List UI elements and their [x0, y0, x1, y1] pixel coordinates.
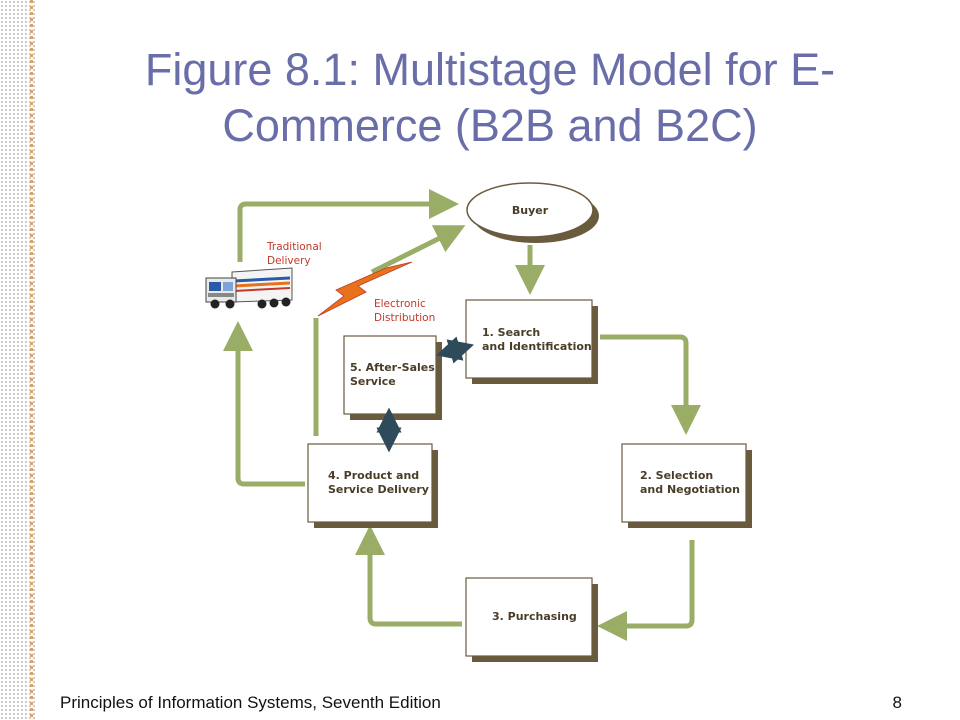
title-line-2: Commerce (B2B and B2C)	[222, 100, 758, 151]
page-number: 8	[892, 693, 902, 712]
stage-4-box: 4. Product and Service Delivery	[307, 443, 438, 528]
arrow-search-to-selection	[600, 334, 701, 435]
buyer-label: Buyer	[512, 204, 549, 217]
stage-2-box: 2. Selection and Negotiation	[621, 443, 752, 528]
stage-4-label-line-2: Service Delivery	[328, 483, 429, 496]
stage-3-label: 3. Purchasing	[492, 610, 577, 623]
title-line-1: Figure 8.1: Multistage Model for E-	[144, 44, 836, 95]
stage-3-box: 3. Purchasing	[465, 577, 598, 662]
stage-1-label-line-2: and Identification	[482, 340, 592, 353]
arrow-lightning-to-buyer	[370, 225, 466, 275]
stage-2-label-line-2: and Negotiation	[640, 483, 740, 496]
slide-title: Figure 8.1: Multistage Model for E- Comm…	[60, 42, 920, 154]
stage-5-label-line-2: Service	[350, 375, 396, 388]
arrow-selection-to-purchasing	[597, 540, 695, 641]
stage-1-box: 1. Search and Identification	[465, 299, 598, 384]
stage-5-box: 5. After-Sales Service	[343, 335, 442, 420]
truck-icon	[205, 267, 293, 309]
stage-4-label-line-1: 4. Product and	[328, 469, 419, 482]
arrow-delivery-to-truck	[223, 321, 305, 487]
arrow-purchasing-to-delivery	[355, 525, 462, 627]
stage-2-label-line-1: 2. Selection	[640, 469, 713, 482]
stage-1-label-line-1: 1. Search	[482, 326, 540, 339]
electronic-distribution-label-line-1: Electronic	[374, 298, 426, 310]
footer-text: Principles of Information Systems, Seven…	[60, 693, 441, 712]
arrow-truck-to-buyer	[237, 189, 459, 262]
stage-5-label-line-1: 5. After-Sales	[350, 361, 435, 374]
traditional-delivery-label-line-2: Delivery	[267, 255, 311, 267]
traditional-delivery-label-line-1: Traditional	[266, 241, 322, 253]
double-arrow-service-search	[435, 336, 475, 364]
buyer-node: Buyer	[466, 182, 599, 243]
left-dashed-line	[30, 0, 33, 720]
lightning-bolt-icon	[317, 261, 413, 317]
electronic-distribution-label-line-2: Distribution	[374, 312, 435, 324]
